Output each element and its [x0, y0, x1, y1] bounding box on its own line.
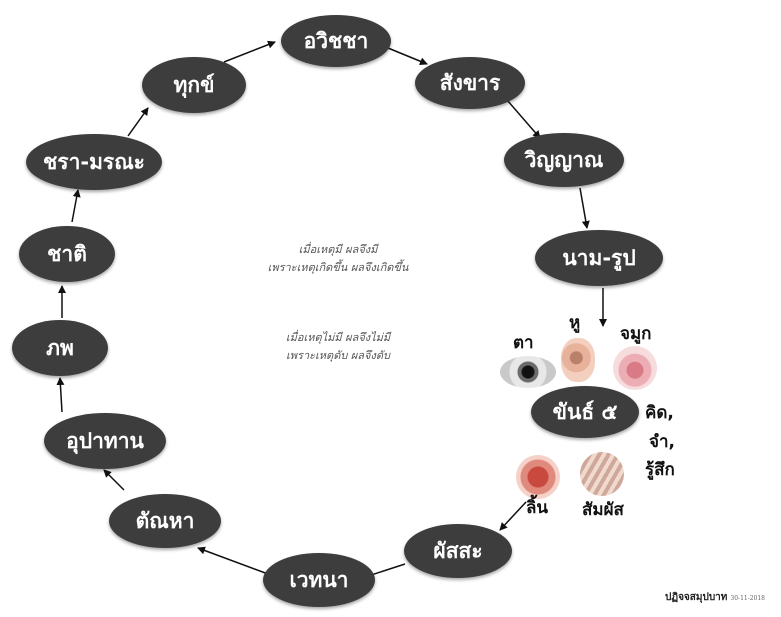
arrow-vedana-to-tanha: [197, 546, 269, 575]
node-vedana: เวทนา: [263, 553, 375, 607]
arrow-khandha-to-phassa: [499, 501, 527, 531]
arrow-dukkha-to-avijja: [223, 40, 276, 63]
arrow-sankhara-to-vinnana: [506, 99, 541, 139]
node-nama-rupa: นาม-รูป: [535, 230, 663, 286]
label-nose: จมูก: [620, 324, 652, 344]
label-touch: สัมผัส: [582, 500, 624, 520]
ear-image: [561, 338, 595, 382]
center-line-4: เพราะเหตุดับ ผลจึงดับ: [286, 349, 390, 362]
arrow-avijja-to-sankhara: [387, 47, 428, 66]
footer-title: ปฏิจจสมุปบาท: [665, 592, 728, 603]
node-dukkha: ทุกข์: [142, 57, 246, 113]
label-tongue: ลิ้น: [526, 498, 549, 518]
node-avijja: อวิชชา: [281, 15, 391, 67]
center-verse-bottom: เมื่อเหตุไม่มี ผลจึงไม่มี เพราะเหตุดับ ผ…: [238, 329, 438, 365]
label-mind-think: คิด,: [645, 403, 674, 423]
node-vinnana: วิญญาณ: [504, 133, 624, 187]
arrow-tanha-to-upadana: [103, 469, 125, 491]
touch-image: [580, 452, 624, 496]
node-sankhara: สังขาร: [415, 57, 525, 109]
label-mind-feel: รู้สึก: [645, 460, 675, 480]
node-bhava: ภพ: [12, 320, 108, 376]
center-verse-top: เมื่อเหตุมี ผลจึงมี เพราะเหตุเกิดขึ้น ผล…: [238, 241, 438, 277]
label-mind-remember: จำ,: [649, 432, 675, 452]
eye-image: [500, 356, 556, 388]
node-upadana: อุปาทาน: [44, 413, 166, 469]
node-jara-marana: ชรา-มรณะ: [26, 134, 162, 190]
arrow-jaramarana-to-dukkha: [127, 107, 149, 137]
label-eye: ตา: [513, 333, 534, 353]
node-khandha-5: ขันธ์ ๕: [531, 386, 639, 438]
center-line-3: เมื่อเหตุไม่มี ผลจึงไม่มี: [285, 331, 391, 344]
node-phassa: ผัสสะ: [404, 524, 512, 578]
label-ear: หู: [569, 313, 581, 333]
nose-image: [613, 346, 657, 390]
footer-date: 30-11-2018: [730, 595, 765, 602]
arrow-upadana-to-bhava: [56, 377, 65, 413]
center-line-2: เพราะเหตุเกิดขึ้น ผลจึงเกิดขึ้น: [267, 261, 409, 274]
center-line-1: เมื่อเหตุมี ผลจึงมี: [298, 243, 378, 256]
arrow-jati-to-jaramarana: [71, 189, 81, 223]
node-tanha: ตัณหา: [109, 494, 221, 548]
arrow-vinnana-to-namarupa: [579, 187, 590, 229]
tongue-image: [516, 455, 560, 499]
node-jati: ชาติ: [19, 226, 115, 282]
